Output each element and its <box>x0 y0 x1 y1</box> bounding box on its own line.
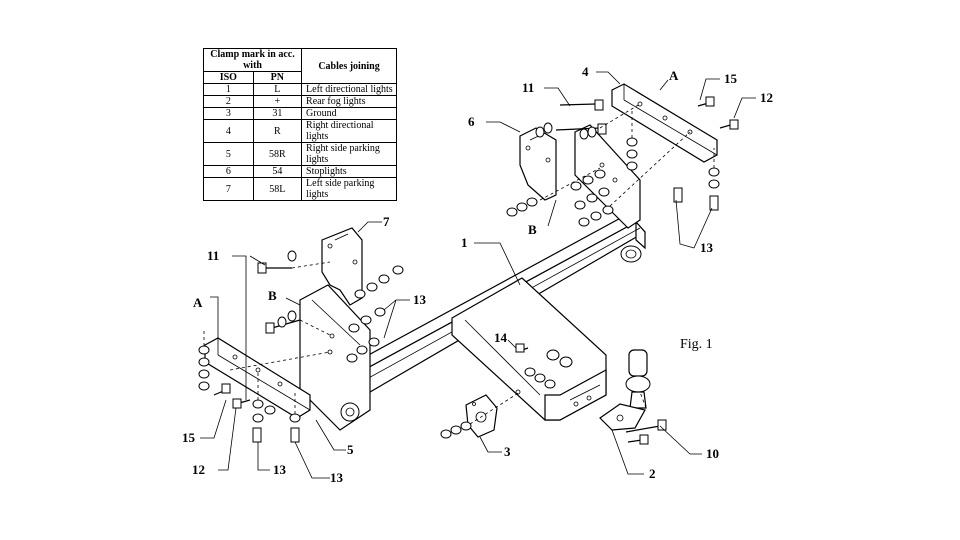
wiring-legend-table: Clamp mark in acc. with Cables joining I… <box>202 48 397 201</box>
callout-labels: 1 7 11 B 13 A 5 15 12 13 13 3 2 10 14 11… <box>182 64 773 485</box>
callout-4: 4 <box>582 64 589 79</box>
callout-12-right: 12 <box>760 90 773 105</box>
callout-5: 5 <box>347 442 354 457</box>
cable-cell: Left side parking lights <box>301 177 397 201</box>
pn-cell: 58L <box>252 177 303 201</box>
figure-label: Fig. 1 <box>680 337 713 352</box>
callout-1: 1 <box>461 235 468 250</box>
table-row: 1 L Left directional lights <box>203 83 397 96</box>
right-upper-bracket-part <box>519 127 557 201</box>
right-bracket-part <box>611 83 718 163</box>
callout-7: 7 <box>383 214 390 229</box>
table-row: 6 54 Stoplights <box>203 165 397 178</box>
right-side-plate <box>574 124 641 229</box>
callout-A-left: A <box>193 295 203 310</box>
callout-10: 10 <box>706 446 719 461</box>
iso-cell: 7 <box>203 177 254 201</box>
cable-cell: Right directional lights <box>301 119 397 143</box>
callout-11-right: 11 <box>522 80 534 95</box>
callout-B-left: B <box>268 288 277 303</box>
callout-13-bottom: 13 <box>330 470 344 485</box>
callout-13-left: 13 <box>273 462 287 477</box>
table-row: 3 31 Ground <box>203 107 397 120</box>
callout-A-right: A <box>669 68 679 83</box>
callout-B-right: B <box>528 222 537 237</box>
table-row: 5 58R Right side parking lights <box>203 142 397 166</box>
cables-joining-header: Cables joining <box>301 48 397 84</box>
callout-6: 6 <box>468 114 475 129</box>
callout-13-upper: 13 <box>413 292 427 307</box>
callout-15-left: 15 <box>182 430 196 445</box>
left-upper-bracket-part <box>321 227 363 306</box>
callout-2: 2 <box>649 466 656 481</box>
pn-cell: R <box>252 119 303 143</box>
callout-leaders <box>200 71 756 479</box>
cable-cell: Right side parking lights <box>301 142 397 166</box>
callout-12-left: 12 <box>192 462 205 477</box>
pn-cell: 31 <box>252 107 303 120</box>
clamp-mark-header: Clamp mark in acc. with <box>202 48 303 72</box>
table-row: 7 58L Left side parking lights <box>203 177 397 201</box>
assembly-guide-lines <box>203 103 715 425</box>
center-arm-part <box>451 277 607 421</box>
table-row: 4 R Right directional lights <box>203 119 397 143</box>
nuts-washers-group <box>198 122 720 443</box>
callout-15-right: 15 <box>724 71 738 86</box>
callout-14: 14 <box>494 330 508 345</box>
callout-13-right: 13 <box>700 240 714 255</box>
tow-ball-part <box>599 349 651 431</box>
callout-3: 3 <box>504 444 511 459</box>
callout-11-left: 11 <box>207 248 219 263</box>
socket-plate-part <box>465 394 498 438</box>
